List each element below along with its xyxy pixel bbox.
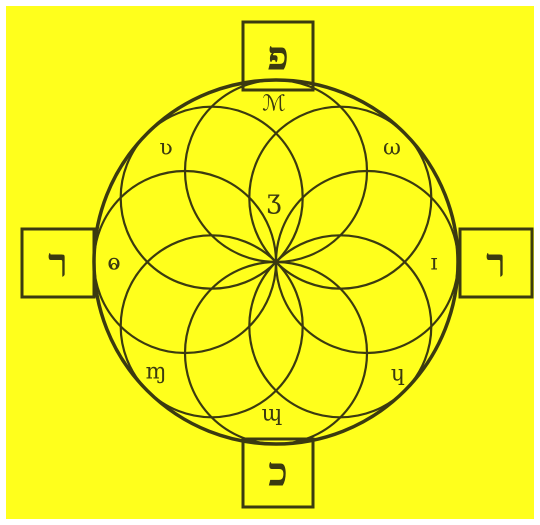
- ring-glyph-left: ⱺ: [107, 251, 120, 276]
- left-box-glyph: ר: [48, 240, 68, 287]
- top-box-glyph: פ: [267, 33, 289, 80]
- ring-glyph-top-right: ω: [383, 136, 401, 161]
- ring-glyph-right: ɪ: [430, 251, 437, 276]
- bottom-box-glyph: כ: [268, 449, 288, 496]
- ring-glyph-top-left: ʋ: [159, 136, 172, 161]
- right-box-glyph: ר: [486, 240, 506, 287]
- ring-glyph-bottom: ɰ: [262, 402, 283, 427]
- center-glyph: ʒ: [267, 185, 282, 215]
- ring-glyph-bottom-left: ɱ: [146, 360, 167, 385]
- ring-glyph-bottom-right: ɥ: [391, 362, 405, 387]
- ring-glyph-top: ℳ: [262, 92, 286, 117]
